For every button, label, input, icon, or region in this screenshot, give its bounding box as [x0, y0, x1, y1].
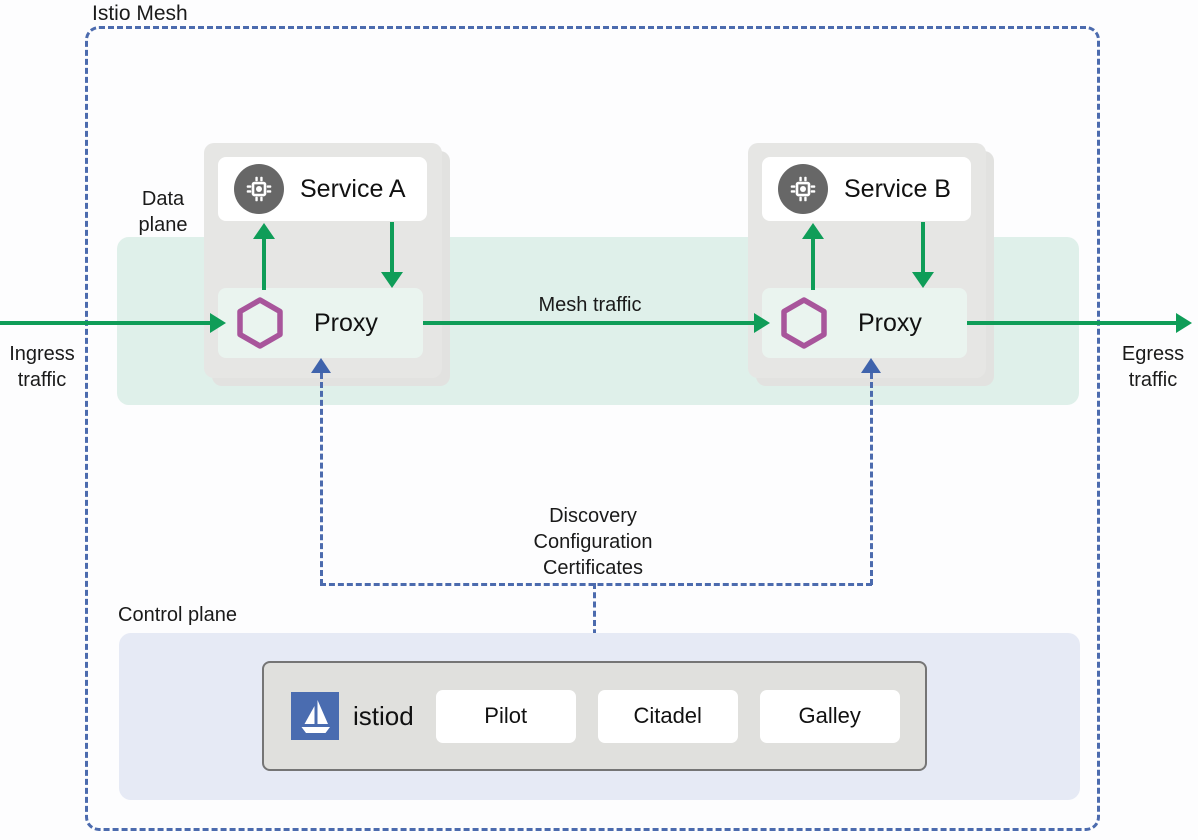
mesh-traffic-arrowhead	[754, 313, 770, 333]
chip-icon	[234, 164, 284, 214]
service-a-label: Service A	[300, 174, 406, 203]
proxy-b-to-service-b-line	[811, 238, 815, 290]
proxy-a-to-service-a-arrowhead	[253, 223, 275, 239]
data-plane-label-line2: plane	[138, 214, 188, 236]
data-plane-label-line1: Data	[141, 188, 185, 210]
control-link-horizontal	[320, 583, 872, 586]
control-link-label: Discovery Configuration Certificates	[483, 503, 703, 581]
component-galley[interactable]: Galley	[759, 689, 900, 743]
ingress-traffic-label-line2: traffic	[17, 369, 67, 391]
istio-mesh-boundary	[85, 26, 1100, 831]
proxy-b-box[interactable]: Proxy	[762, 288, 967, 358]
envoy-hexagon-icon	[778, 295, 830, 351]
mesh-traffic-line	[423, 321, 756, 325]
data-plane-label: Data plane	[118, 186, 208, 238]
service-a-box[interactable]: Service A	[218, 157, 427, 221]
control-link-proxy-a-vertical	[320, 373, 323, 585]
proxy-a-to-service-a-line	[262, 238, 266, 290]
egress-traffic-line	[967, 321, 1178, 325]
service-a-to-proxy-a-line	[390, 222, 394, 274]
chip-icon	[778, 164, 828, 214]
control-link-to-proxy-a-arrowhead	[311, 358, 331, 373]
control-link-proxy-b-vertical	[870, 373, 873, 585]
ingress-traffic-line	[0, 321, 212, 325]
ingress-traffic-label: Ingress traffic	[0, 341, 84, 393]
service-b-to-proxy-b-line	[921, 222, 925, 274]
control-link-to-istiod-vertical	[593, 583, 596, 663]
component-pilot[interactable]: Pilot	[435, 689, 576, 743]
envoy-hexagon-icon	[234, 295, 286, 351]
egress-traffic-label: Egress traffic	[1108, 341, 1198, 393]
service-a-to-proxy-a-arrowhead	[381, 272, 403, 288]
control-plane-label: Control plane	[118, 604, 237, 626]
istio-mesh-title: Istio Mesh	[86, 2, 194, 26]
istio-sailboat-icon	[291, 692, 339, 740]
egress-traffic-arrowhead	[1176, 313, 1192, 333]
istiod-box[interactable]: istiod Pilot Citadel Galley	[262, 661, 927, 771]
proxy-a-label: Proxy	[314, 308, 378, 337]
control-link-label-line2: Configuration	[533, 531, 653, 553]
egress-traffic-label-line2: traffic	[1128, 369, 1178, 391]
control-link-to-proxy-b-arrowhead	[861, 358, 881, 373]
ingress-traffic-label-line1: Ingress	[9, 343, 75, 365]
proxy-b-to-service-b-arrowhead	[802, 223, 824, 239]
service-b-label: Service B	[844, 174, 951, 203]
proxy-b-label: Proxy	[858, 308, 922, 337]
service-b-to-proxy-b-arrowhead	[912, 272, 934, 288]
control-link-label-line1: Discovery	[549, 505, 637, 527]
component-citadel[interactable]: Citadel	[597, 689, 738, 743]
mesh-traffic-label: Mesh traffic	[538, 294, 642, 316]
egress-traffic-label-line1: Egress	[1121, 343, 1185, 365]
service-b-box[interactable]: Service B	[762, 157, 971, 221]
istiod-label: istiod	[353, 700, 414, 731]
control-link-label-line3: Certificates	[542, 557, 644, 579]
proxy-a-box[interactable]: Proxy	[218, 288, 423, 358]
ingress-traffic-arrowhead	[210, 313, 226, 333]
